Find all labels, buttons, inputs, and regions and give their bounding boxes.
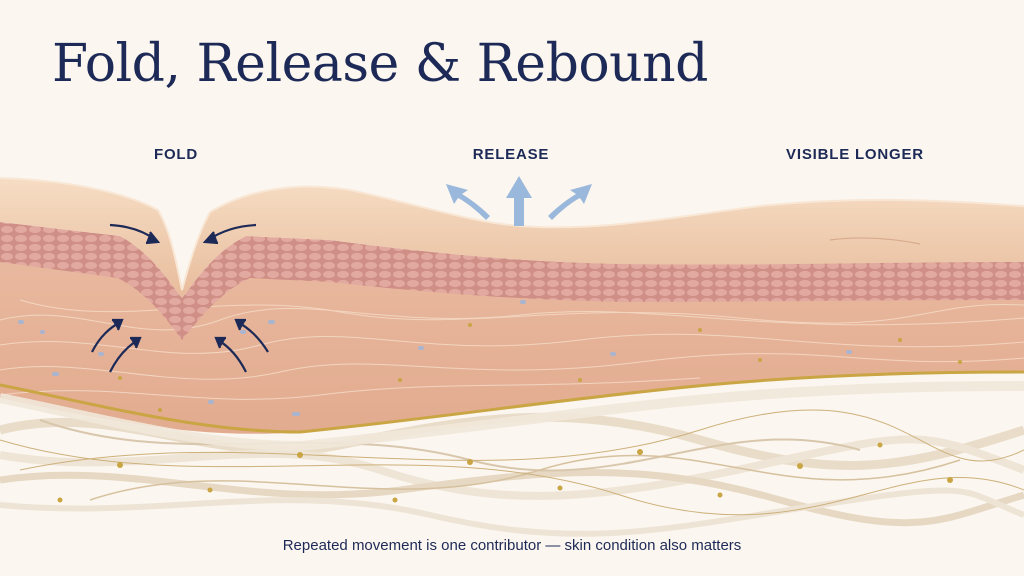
gold-boundary-line	[0, 370, 1024, 434]
stage-label-release: RELEASE	[472, 146, 550, 163]
up-arrow-icon	[446, 184, 490, 220]
arrow-icon	[202, 223, 257, 245]
up-arrow-icon	[548, 184, 592, 220]
page-title: Fold, Release & Rebound	[52, 34, 708, 94]
arrow-icon	[234, 318, 269, 353]
stage-label-fold: FOLD	[153, 146, 199, 163]
epidermis-cell-band	[0, 222, 1024, 340]
arrow-icon	[109, 223, 161, 245]
arrow-icon	[214, 336, 247, 373]
stage-label-visible-longer: VISIBLE LONGER	[786, 146, 924, 163]
fold-arrows	[91, 223, 269, 373]
dermal-cells	[18, 300, 962, 416]
surface-highlight	[0, 177, 1024, 291]
release-arrows	[446, 176, 592, 226]
lingering-line	[829, 237, 921, 245]
arrow-icon	[109, 336, 142, 373]
up-arrow-icon	[506, 176, 532, 226]
boundary-band	[0, 381, 1024, 452]
arrow-icon	[91, 318, 124, 353]
skin-surface	[0, 178, 1024, 298]
caption: Repeated movement is one contributor — s…	[282, 537, 742, 554]
